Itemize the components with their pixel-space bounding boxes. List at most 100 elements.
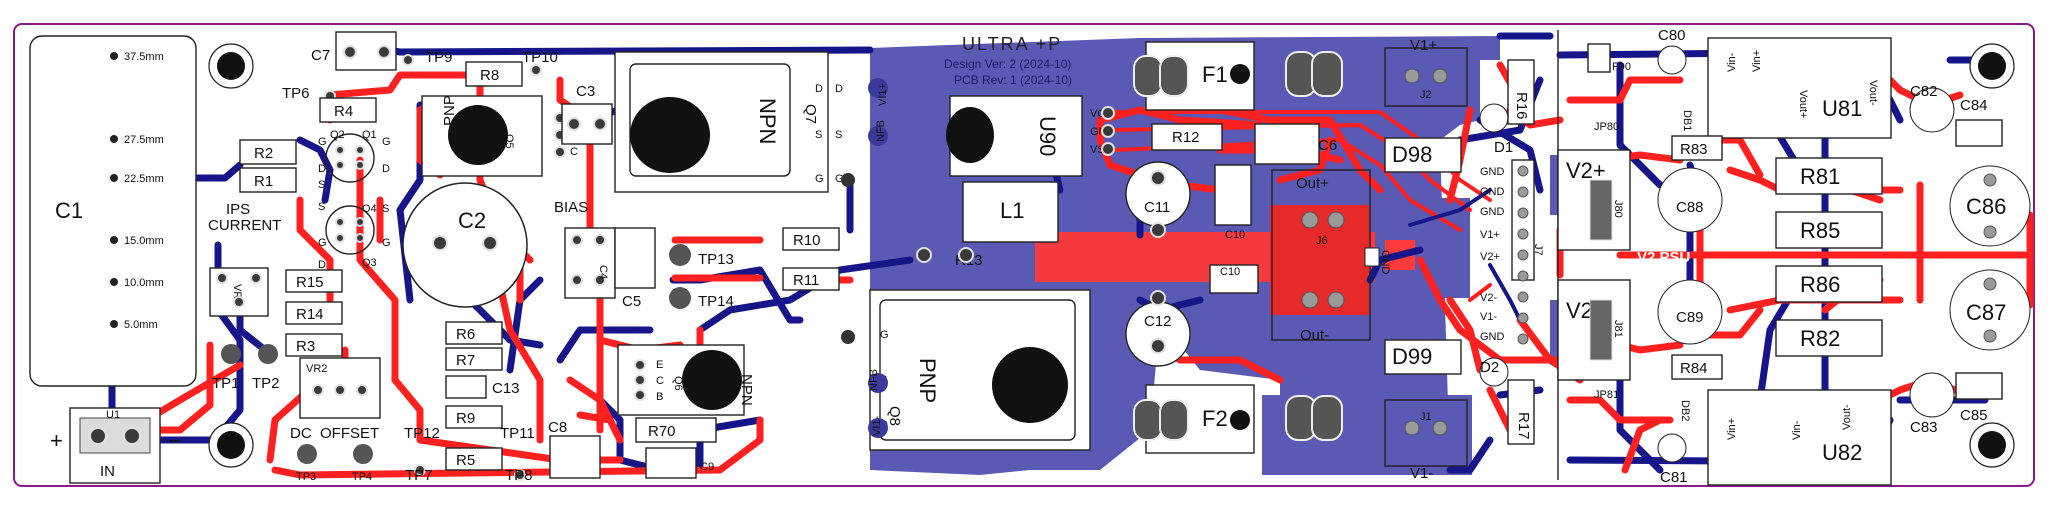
board-title-block: ULTRA +P Design Ver: 2 (2024-10) PCB Rev…	[944, 34, 1072, 87]
svg-text:NPN: NPN	[738, 374, 755, 406]
mounting-holes	[208, 43, 2015, 468]
svg-text:VI1-: VI1-	[871, 415, 883, 436]
svg-text:C9: C9	[700, 461, 714, 473]
svg-text:Design Ver: 2 (2024-10): Design Ver: 2 (2024-10)	[944, 57, 1071, 71]
svg-text:D: D	[835, 83, 843, 95]
svg-text:V2-: V2-	[1480, 292, 1497, 304]
svg-text:TP1: TP1	[212, 375, 240, 392]
svg-text:G: G	[880, 329, 889, 341]
svg-text:TP12: TP12	[404, 425, 440, 442]
svg-text:V2 PSU: V2 PSU	[1637, 249, 1690, 266]
j7-pin	[1517, 312, 1529, 324]
svg-text:GND: GND	[1480, 206, 1505, 218]
diodes-and-resistors: D98 D99 D1 D2 R16 R17	[1384, 59, 1535, 445]
j7-pin	[1517, 291, 1529, 303]
svg-text:NFB: NFB	[875, 120, 887, 142]
svg-text:C10: C10	[1220, 266, 1240, 278]
q5-transistor: PNP Q5 E C	[421, 95, 578, 177]
fuses-and-rail-connectors: F1 V1+ J2 F2 J1 V1-	[1133, 37, 1468, 482]
psu-section: V2 PSU F90 JP80 JP81 V2+ J80 V2- J81	[1557, 30, 1690, 480]
svg-text:C4: C4	[597, 265, 609, 279]
q6-transistor: NPN Q6 E C B R70 C9	[617, 344, 755, 479]
svg-text:R14: R14	[296, 306, 324, 323]
svg-text:TP7: TP7	[405, 467, 433, 484]
svg-text:C1: C1	[55, 198, 83, 223]
svg-text:R81: R81	[1800, 164, 1840, 189]
svg-text:G: G	[382, 237, 391, 249]
svg-text:S: S	[382, 203, 389, 215]
svg-text:Q4: Q4	[362, 203, 377, 215]
svg-text:VI1+: VI1+	[877, 83, 889, 106]
j7-pin	[1517, 228, 1529, 240]
svg-text:R1: R1	[254, 173, 273, 190]
svg-text:R3: R3	[296, 338, 315, 355]
svg-text:CURRENT: CURRENT	[208, 217, 281, 234]
svg-text:Q6: Q6	[672, 376, 684, 391]
svg-text:G: G	[835, 173, 844, 185]
svg-text:OFFSET: OFFSET	[320, 425, 379, 442]
svg-text:V1-: V1-	[1410, 465, 1433, 482]
svg-text:C5: C5	[622, 293, 641, 310]
svg-text:D: D	[318, 163, 326, 175]
svg-text:U82: U82	[1822, 440, 1862, 465]
svg-text:Out+: Out+	[1296, 175, 1329, 192]
svg-text:J7: J7	[1532, 244, 1544, 256]
svg-text:DB1: DB1	[1681, 110, 1693, 131]
svg-text:C10: C10	[1225, 229, 1245, 241]
svg-text:F2: F2	[1202, 406, 1228, 431]
svg-text:R86: R86	[1800, 272, 1840, 297]
svg-text:D2: D2	[1480, 359, 1499, 376]
svg-text:PCB Rev: 1 (2024-10): PCB Rev: 1 (2024-10)	[954, 73, 1072, 87]
svg-text:G: G	[318, 136, 327, 148]
svg-text:C87: C87	[1966, 300, 2006, 325]
svg-text:R83: R83	[1680, 141, 1708, 158]
c3-capacitor: C3	[561, 83, 613, 145]
svg-text:C2: C2	[458, 208, 486, 233]
c1-marker-dot	[110, 174, 118, 182]
svg-text:D98: D98	[1392, 142, 1432, 167]
svg-text:D99: D99	[1392, 344, 1432, 369]
svg-text:TP11: TP11	[500, 425, 535, 442]
svg-text:V2+: V2+	[1566, 158, 1606, 183]
j7-header: GND GND GND V1+ V2+ V2- V1- GND J7	[1480, 159, 1544, 345]
svg-text:R6: R6	[456, 326, 475, 343]
svg-text:C83: C83	[1910, 419, 1938, 436]
svg-text:DC: DC	[290, 425, 312, 442]
svg-text:BIAS: BIAS	[554, 199, 588, 216]
svg-text:V1-: V1-	[1480, 311, 1497, 323]
svg-text:C13: C13	[492, 380, 520, 397]
input-connector: U1 IN + −	[50, 407, 181, 484]
svg-text:Q7: Q7	[802, 104, 819, 124]
svg-text:ULTRA +P: ULTRA +P	[962, 34, 1062, 54]
q7-transistor: NPN Q7 D S G D S G	[614, 51, 844, 193]
c1-marker-label: 10.0mm	[124, 277, 164, 289]
svg-text:JP80: JP80	[1594, 121, 1619, 133]
svg-text:C: C	[570, 146, 578, 158]
bias-section: BIAS C4 C5 TP13 TP14 R10 R11	[554, 199, 840, 310]
c1-marker-label: 22.5mm	[124, 173, 164, 185]
svg-text:D: D	[318, 259, 326, 271]
svg-text:R85: R85	[1800, 218, 1840, 243]
svg-text:C: C	[656, 375, 664, 387]
svg-text:TP10: TP10	[522, 49, 558, 66]
svg-text:R10: R10	[793, 232, 821, 249]
svg-text:J80: J80	[1612, 200, 1624, 218]
output-stage: U90 VO GND VS+ VI1+ NFB L1 R13 PNP Q8 G …	[841, 78, 1115, 451]
svg-text:GND: GND	[1379, 250, 1391, 275]
svg-text:C81: C81	[1660, 469, 1688, 486]
j7-pin	[1517, 333, 1529, 345]
c1-marker-label: 27.5mm	[124, 134, 164, 146]
svg-text:D: D	[815, 83, 823, 95]
svg-text:GND: GND	[1480, 166, 1505, 178]
svg-text:C82: C82	[1910, 83, 1938, 100]
middle-left-parts: R6 R7 C13 R9 TP11 TP12 C8 R5 TP7 TP8	[404, 321, 601, 484]
j7-pin	[1517, 249, 1529, 261]
svg-text:GND: GND	[1480, 331, 1505, 343]
svg-text:S: S	[815, 129, 822, 141]
svg-text:Q5: Q5	[503, 134, 515, 149]
svg-text:R9: R9	[456, 410, 475, 427]
svg-text:J81: J81	[1612, 320, 1624, 338]
svg-text:R8: R8	[480, 67, 499, 84]
